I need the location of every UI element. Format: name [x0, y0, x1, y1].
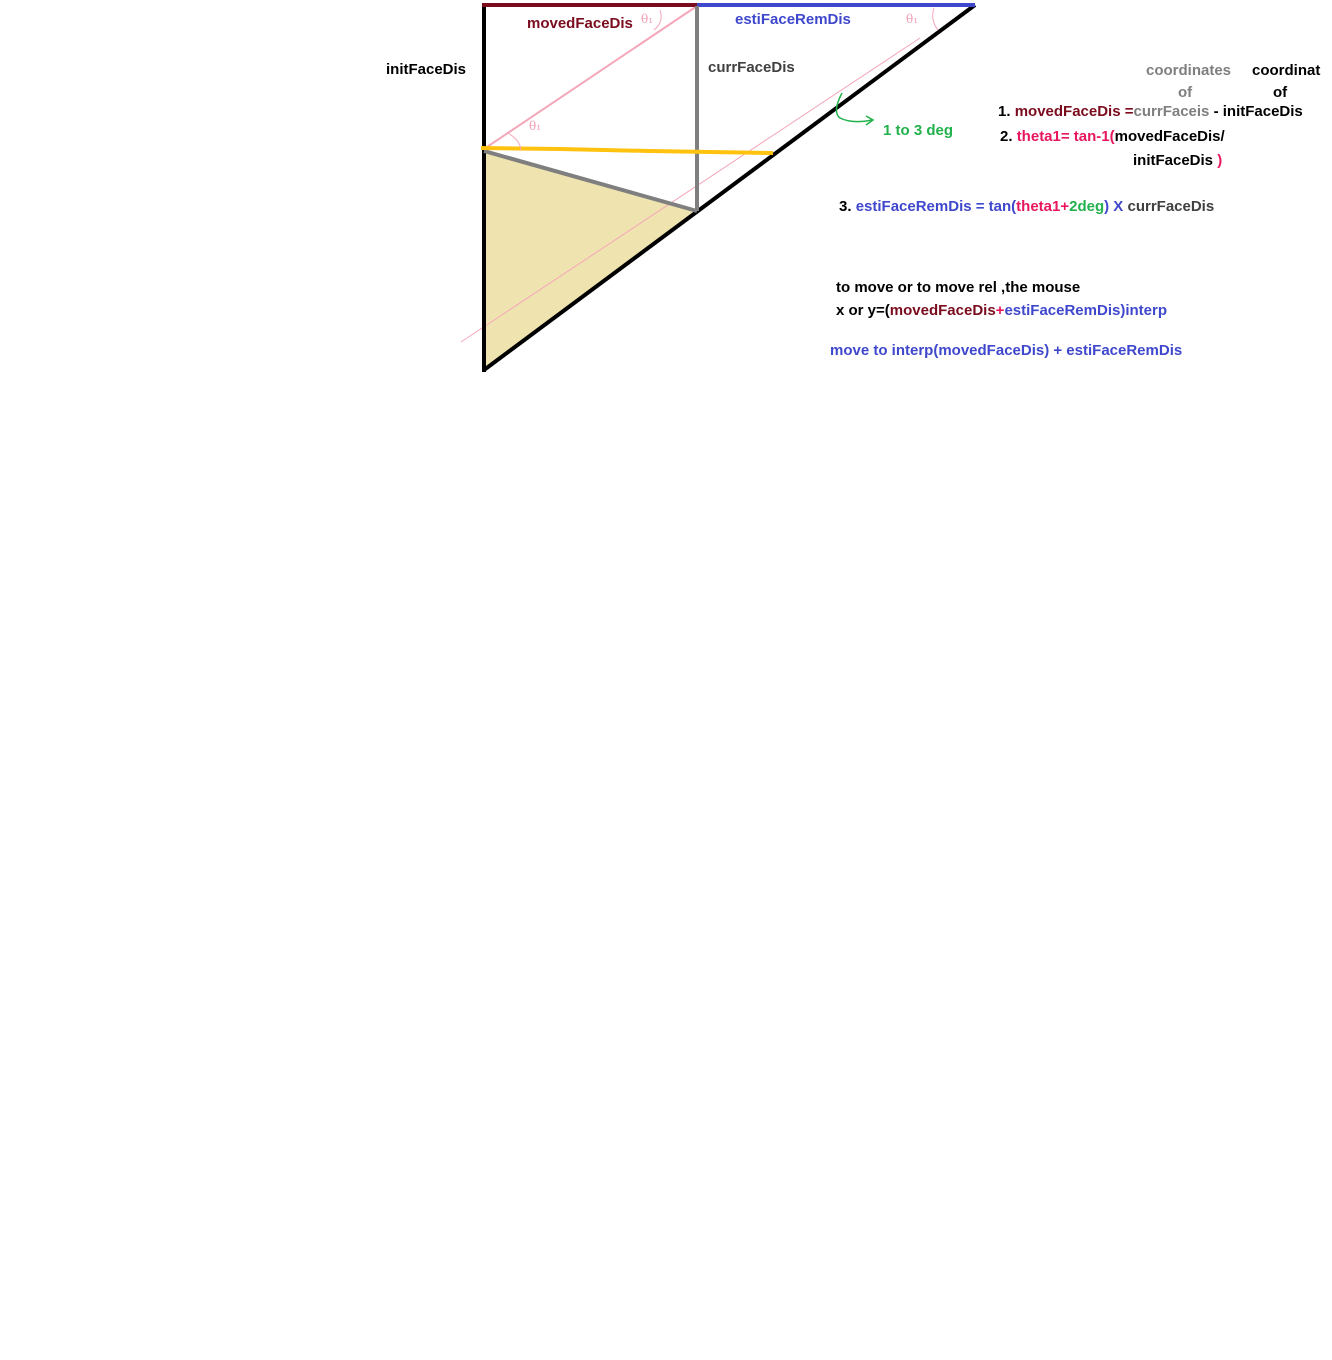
move-rule-line1: to move or to move rel ,the mouse [836, 279, 1081, 296]
angle-range-label: 1 to 3 deg [883, 122, 954, 139]
moved-face-dis-label: movedFaceDis [527, 15, 633, 32]
eq3-times: X [1109, 198, 1128, 215]
coord-header-1-line1: coordinates [1146, 62, 1232, 79]
theta-symbol-bottom: θ₁ [529, 119, 542, 133]
theta-symbol-top-1: θ₁ [641, 12, 654, 26]
init-face-dis-label: initFaceDis [386, 61, 467, 78]
move-rule-line2: x or y=(movedFaceDis+estiFaceRemDis)inte… [836, 302, 1167, 320]
eq2-arg2: initFaceDis [1133, 152, 1214, 169]
theta-arc-top-2 [932, 7, 939, 31]
eq2-arg1: movedFaceDis/ [1114, 128, 1225, 145]
pink-theta-line [483, 5, 698, 150]
theta-symbol-top-2: θ₁ [906, 12, 919, 26]
equation-2-line2: initFaceDis ) [1133, 152, 1222, 170]
move-to-note: move to interp(movedFaceDis) + estiFaceR… [830, 342, 1183, 359]
eq1-minus: - [1209, 103, 1223, 120]
move-rule-plus: + [995, 302, 1005, 319]
esti-face-rem-dis-label: estiFaceRemDis [735, 11, 851, 28]
shaded-triangle [484, 149, 697, 370]
eq3-number: 3. [839, 198, 852, 215]
curr-face-dis-label: currFaceDis [708, 59, 795, 76]
yellow-line [480, 146, 774, 155]
hypotenuse-line [482, 3, 977, 372]
eq1-term1: currFaceis [1133, 103, 1210, 120]
pink-reference-line [460, 37, 921, 343]
equation-1: 1. movedFaceDis =currFaceis - initFaceDi… [998, 103, 1303, 121]
coord-header-2-line2: of [1273, 84, 1288, 101]
green-arrow [835, 92, 873, 123]
eq3-close: ) [1104, 198, 1110, 215]
eq1-term2: initFaceDis [1222, 103, 1303, 120]
eq3-plus: + [1060, 198, 1070, 215]
eq3-theta: theta1 [1016, 198, 1061, 215]
eq2-close: ) [1213, 152, 1223, 169]
equation-2: 2. theta1= tan-1(movedFaceDis/ [1000, 128, 1225, 146]
theta-arc-top-1 [653, 9, 662, 31]
gray-diagonal-line [483, 149, 698, 213]
coord-header-1-line2: of [1178, 84, 1193, 101]
eq1-equals: = [1120, 103, 1134, 120]
move-rule-esti: estiFaceRemDis)interp [1004, 302, 1167, 319]
eq2-number: 2. [1000, 128, 1013, 145]
eq3-rhs: currFaceDis [1127, 198, 1215, 215]
eq3-deg: 2deg [1069, 198, 1105, 215]
eq1-number: 1. [998, 103, 1011, 120]
eq1-lhs: movedFaceDis [1014, 103, 1121, 120]
move-rule-prefix: x or y=( [836, 302, 890, 319]
move-rule-moved: movedFaceDis [889, 302, 996, 319]
equation-3: 3. estiFaceRemDis = tan(theta1+2deg) X c… [839, 198, 1214, 216]
eq2-lhs: theta1= tan-1( [1016, 128, 1115, 145]
coord-header-2-line1: coordinat [1252, 62, 1321, 79]
green-arrow-head [865, 115, 875, 126]
theta-arc-bottom [507, 132, 522, 151]
eq3-lhs: estiFaceRemDis = tan( [855, 198, 1017, 215]
